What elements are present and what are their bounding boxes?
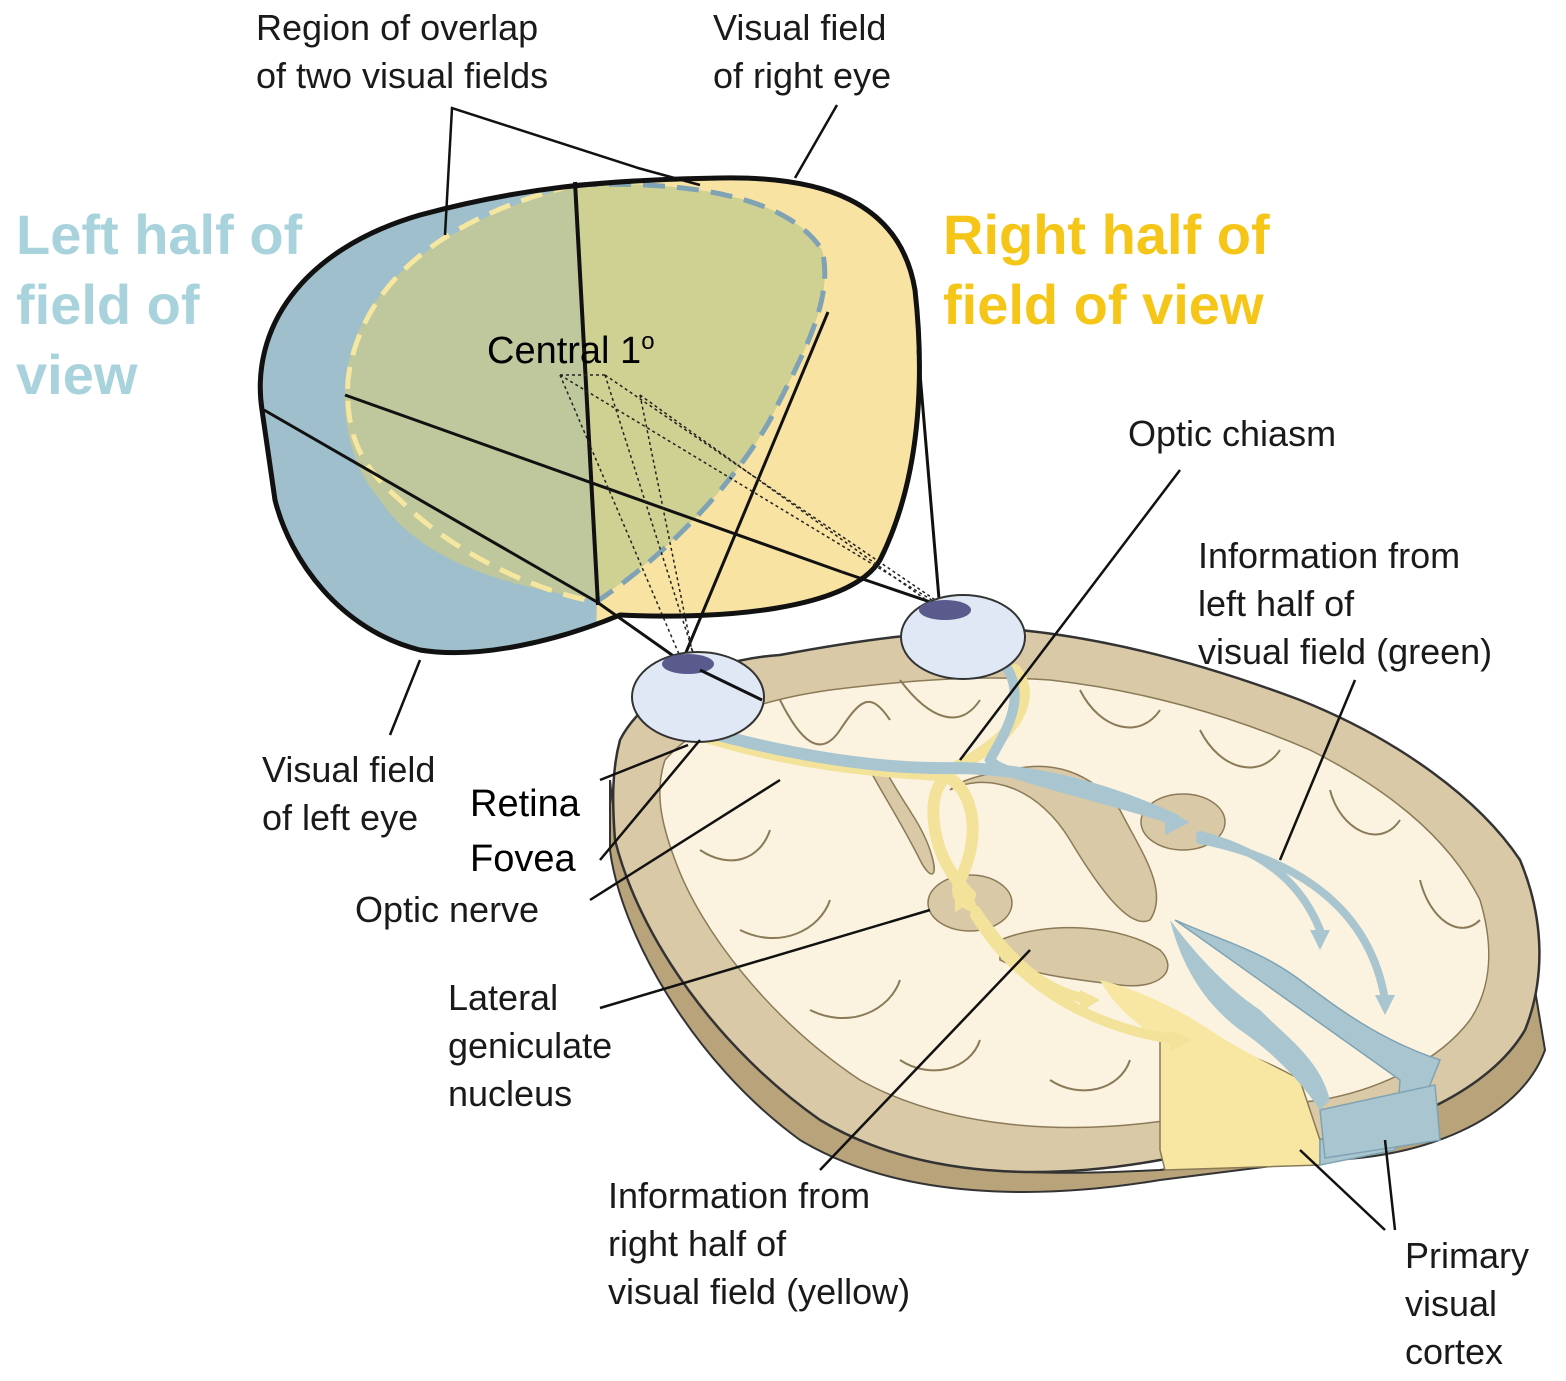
left-eye-field-label-line: Visual field xyxy=(262,746,435,794)
fovea-label: Fovea xyxy=(470,835,576,883)
left-eye-field-label: Visual field of left eye xyxy=(262,746,435,842)
lgn-label-line: Lateral xyxy=(448,974,612,1022)
info-right-label-line: visual field (yellow) xyxy=(608,1268,910,1316)
left-half-heading: Left half of field of view xyxy=(16,200,302,410)
lgn-label-line: geniculate xyxy=(448,1022,612,1070)
left-half-heading-line: view xyxy=(16,340,302,410)
left-eye-field-label-line: of left eye xyxy=(262,794,435,842)
info-right-label-line: Information from xyxy=(608,1172,910,1220)
retina-label-text: Retina xyxy=(470,780,580,828)
right-eye-field-label-line: Visual field xyxy=(713,4,891,52)
lgn-label-line: nucleus xyxy=(448,1070,612,1118)
left-half-heading-line: field of xyxy=(16,270,302,340)
fovea-label-text: Fovea xyxy=(470,835,576,883)
optic-nerve-label-text: Optic nerve xyxy=(355,886,539,934)
visual-field xyxy=(260,170,1010,690)
info-right-label: Information from right half of visual fi… xyxy=(608,1172,910,1316)
right-eye-field-label-line: of right eye xyxy=(713,52,891,100)
info-right-label-line: right half of xyxy=(608,1220,910,1268)
central-label: Central 1o xyxy=(487,318,655,375)
overlap-label-line: Region of overlap xyxy=(256,4,548,52)
retina-label: Retina xyxy=(470,780,580,828)
optic-chiasm-label-text: Optic chiasm xyxy=(1128,410,1336,458)
overlap-label: Region of overlap of two visual fields xyxy=(256,4,548,100)
right-half-heading-line: Right half of xyxy=(943,200,1270,270)
optic-chiasm-label: Optic chiasm xyxy=(1128,410,1336,458)
right-eye-field-label: Visual field of right eye xyxy=(713,4,891,100)
info-left-label-line: visual field (green) xyxy=(1198,628,1492,676)
central-label-text: Central 1 xyxy=(487,330,641,372)
left-eye xyxy=(632,652,764,742)
lgn-label: Lateral geniculate nucleus xyxy=(448,974,612,1118)
primary-cortex-label-line: visual xyxy=(1405,1280,1529,1328)
left-half-heading-line: Left half of xyxy=(16,200,302,270)
right-half-heading-line: field of view xyxy=(943,270,1270,340)
info-left-label: Information from left half of visual fie… xyxy=(1198,532,1492,676)
primary-cortex-label-line: cortex xyxy=(1405,1328,1529,1376)
overlap-label-line: of two visual fields xyxy=(256,52,548,100)
right-eye xyxy=(901,595,1025,679)
info-left-label-line: left half of xyxy=(1198,580,1492,628)
degree-superscript: o xyxy=(641,328,654,355)
info-left-label-line: Information from xyxy=(1198,532,1492,580)
primary-cortex-label-line: Primary xyxy=(1405,1232,1529,1280)
optic-nerve-label: Optic nerve xyxy=(355,886,539,934)
primary-cortex-label: Primary visual cortex xyxy=(1405,1232,1529,1376)
right-half-heading: Right half of field of view xyxy=(943,200,1270,340)
